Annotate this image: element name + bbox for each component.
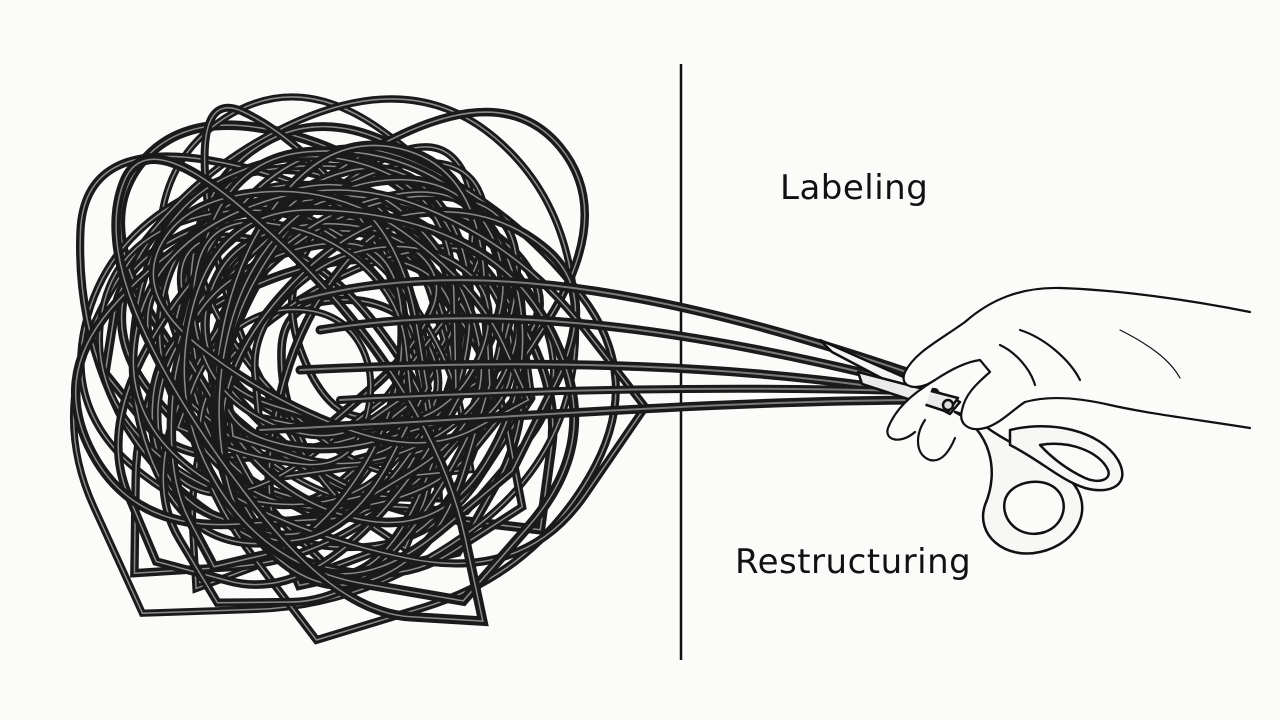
cable-highlight — [132, 189, 647, 565]
cable-highlight — [72, 98, 577, 614]
labeling-label: Labeling — [780, 168, 929, 208]
cable-highlight — [152, 190, 530, 444]
hand-icon — [886, 286, 1252, 462]
restructuring-label: Restructuring — [735, 542, 972, 582]
cable-highlight — [170, 242, 403, 568]
cable-highlight — [221, 211, 577, 575]
cable-highlight — [162, 195, 518, 604]
cable-highlight — [117, 167, 471, 586]
cable-highlight — [177, 308, 372, 466]
cable-highlight — [221, 178, 504, 450]
